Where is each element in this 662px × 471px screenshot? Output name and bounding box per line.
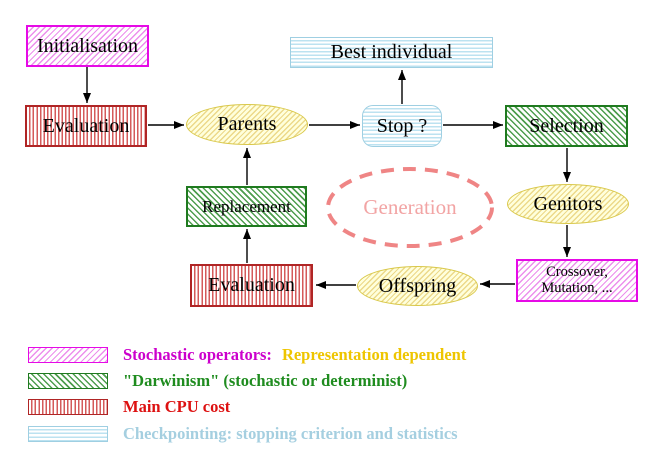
node-genitors: Genitors [507,184,629,224]
generation-dashed-ellipse [326,167,494,248]
node-replacement: Replacement [186,186,307,227]
crossover-line1: Crossover, [546,264,608,281]
legend-label-main-cpu-cost: Main CPU cost [123,397,231,416]
crossover-line2: Mutation, ... [541,279,613,296]
node-generation-label: Generation [363,195,457,220]
legend-swatch-main-cpu-cost [28,399,108,415]
node-generation-cycle: Generation [325,166,495,249]
node-initialisation: Initialisation [26,25,149,67]
node-parents-label: Parents [217,113,277,135]
legend-item-checkpointing: Checkpointing: stopping criterion and st… [28,424,458,444]
node-genitors-label: Genitors [533,192,603,215]
legend-swatch-checkpointing [28,426,108,442]
node-stop-label: Stop ? [376,114,428,137]
node-evaluation-bottom: Evaluation [190,264,313,307]
legend-item-main-cpu-cost: Main CPU cost [28,397,230,417]
legend-label-stochastic-operators: Stochastic operators: [123,345,272,364]
node-initialisation-label: Initialisation [36,34,139,57]
node-evaluation-bottom-label: Evaluation [208,274,295,296]
node-replacement-label: Replacement [202,196,291,216]
legend-label-checkpointing: Checkpointing: stopping criterion and st… [123,424,458,443]
node-selection: Selection [505,105,628,147]
node-evaluation-top: Evaluation [25,105,147,147]
node-crossover-mutation-label: Crossover, Mutation, ... [541,265,612,295]
node-offspring-label: Offspring [378,274,457,297]
legend-label-representation-dependent: Representation dependent [281,345,467,364]
node-crossover-mutation: Crossover, Mutation, ... [516,259,638,302]
node-offspring: Offspring [357,266,478,306]
node-selection-label: Selection [529,114,604,137]
node-stop: Stop ? [362,105,442,147]
node-best-individual-label: Best individual [330,41,453,63]
legend-item-darwinism: "Darwinism" (stochastic or determinist) [28,371,407,391]
legend-swatch-stochastic-operators [28,347,108,363]
node-parents: Parents [186,104,308,145]
legend-swatch-darwinism [28,373,108,389]
legend-item-stochastic-operators: Stochastic operators: Representation dep… [28,345,466,365]
node-evaluation-top-label: Evaluation [42,114,130,137]
legend-label-darwinism: "Darwinism" (stochastic or determinist) [123,371,408,390]
node-best-individual: Best individual [290,37,493,68]
